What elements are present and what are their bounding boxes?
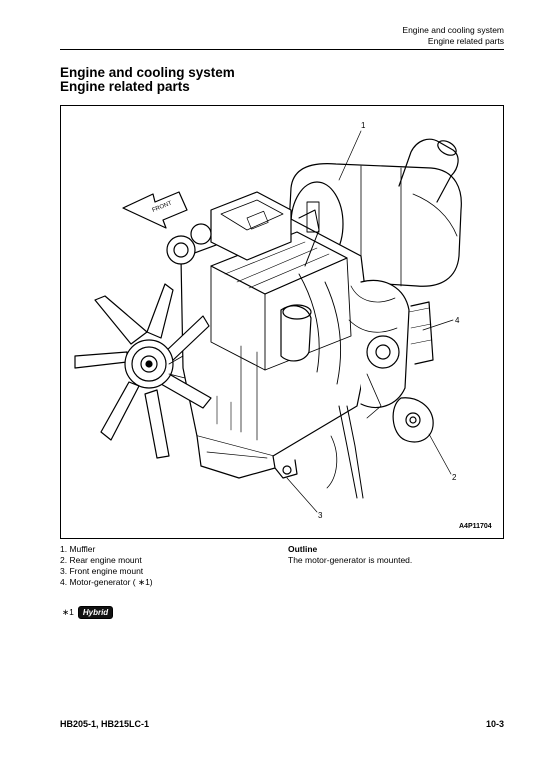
outline-text: The motor-generator is mounted. <box>288 555 413 565</box>
legend-item: 2. Rear engine mount <box>60 555 142 565</box>
legend-item: 3. Front engine mount <box>60 566 144 576</box>
callout-2: 2 <box>452 473 457 482</box>
parts-legend: 1. Muffler 2. Rear engine mount 3. Front… <box>60 544 153 588</box>
header-rule <box>60 49 504 50</box>
front-arrow: FRONT <box>122 191 188 229</box>
callout-1: 1 <box>361 121 366 130</box>
hybrid-note: ∗1 Hybrid <box>62 606 114 619</box>
page-title: Engine and cooling system Engine related… <box>60 66 235 94</box>
callout-4: 4 <box>455 316 460 325</box>
callout-leaders <box>286 130 454 513</box>
engine-illustration: FRONT <box>60 105 504 539</box>
note-marker: ∗1 <box>62 607 74 617</box>
legend-item: 4. Motor-generator ( ∗1) <box>60 577 153 587</box>
legend-item: 1. Muffler <box>60 544 96 554</box>
page-title-line1: Engine and cooling system <box>60 65 235 80</box>
header-section: Engine and cooling system <box>402 25 504 35</box>
hybrid-badge: Hybrid <box>77 606 114 619</box>
page-title-line2: Engine related parts <box>60 79 190 94</box>
cooling-fan-drawing <box>74 283 212 459</box>
outline-heading: Outline <box>288 544 318 554</box>
header-subsection: Engine related parts <box>427 36 504 46</box>
running-header: Engine and cooling system Engine related… <box>402 25 504 47</box>
footer-page-number: 10-3 <box>485 719 504 729</box>
engine-block-drawing <box>166 191 434 499</box>
outline-section: Outline The motor-generator is mounted. <box>288 544 412 566</box>
footer-model: HB205-1, HB215LC-1 <box>60 719 150 729</box>
figure-code: A4P11704 <box>459 523 492 530</box>
callout-3: 3 <box>318 511 323 520</box>
